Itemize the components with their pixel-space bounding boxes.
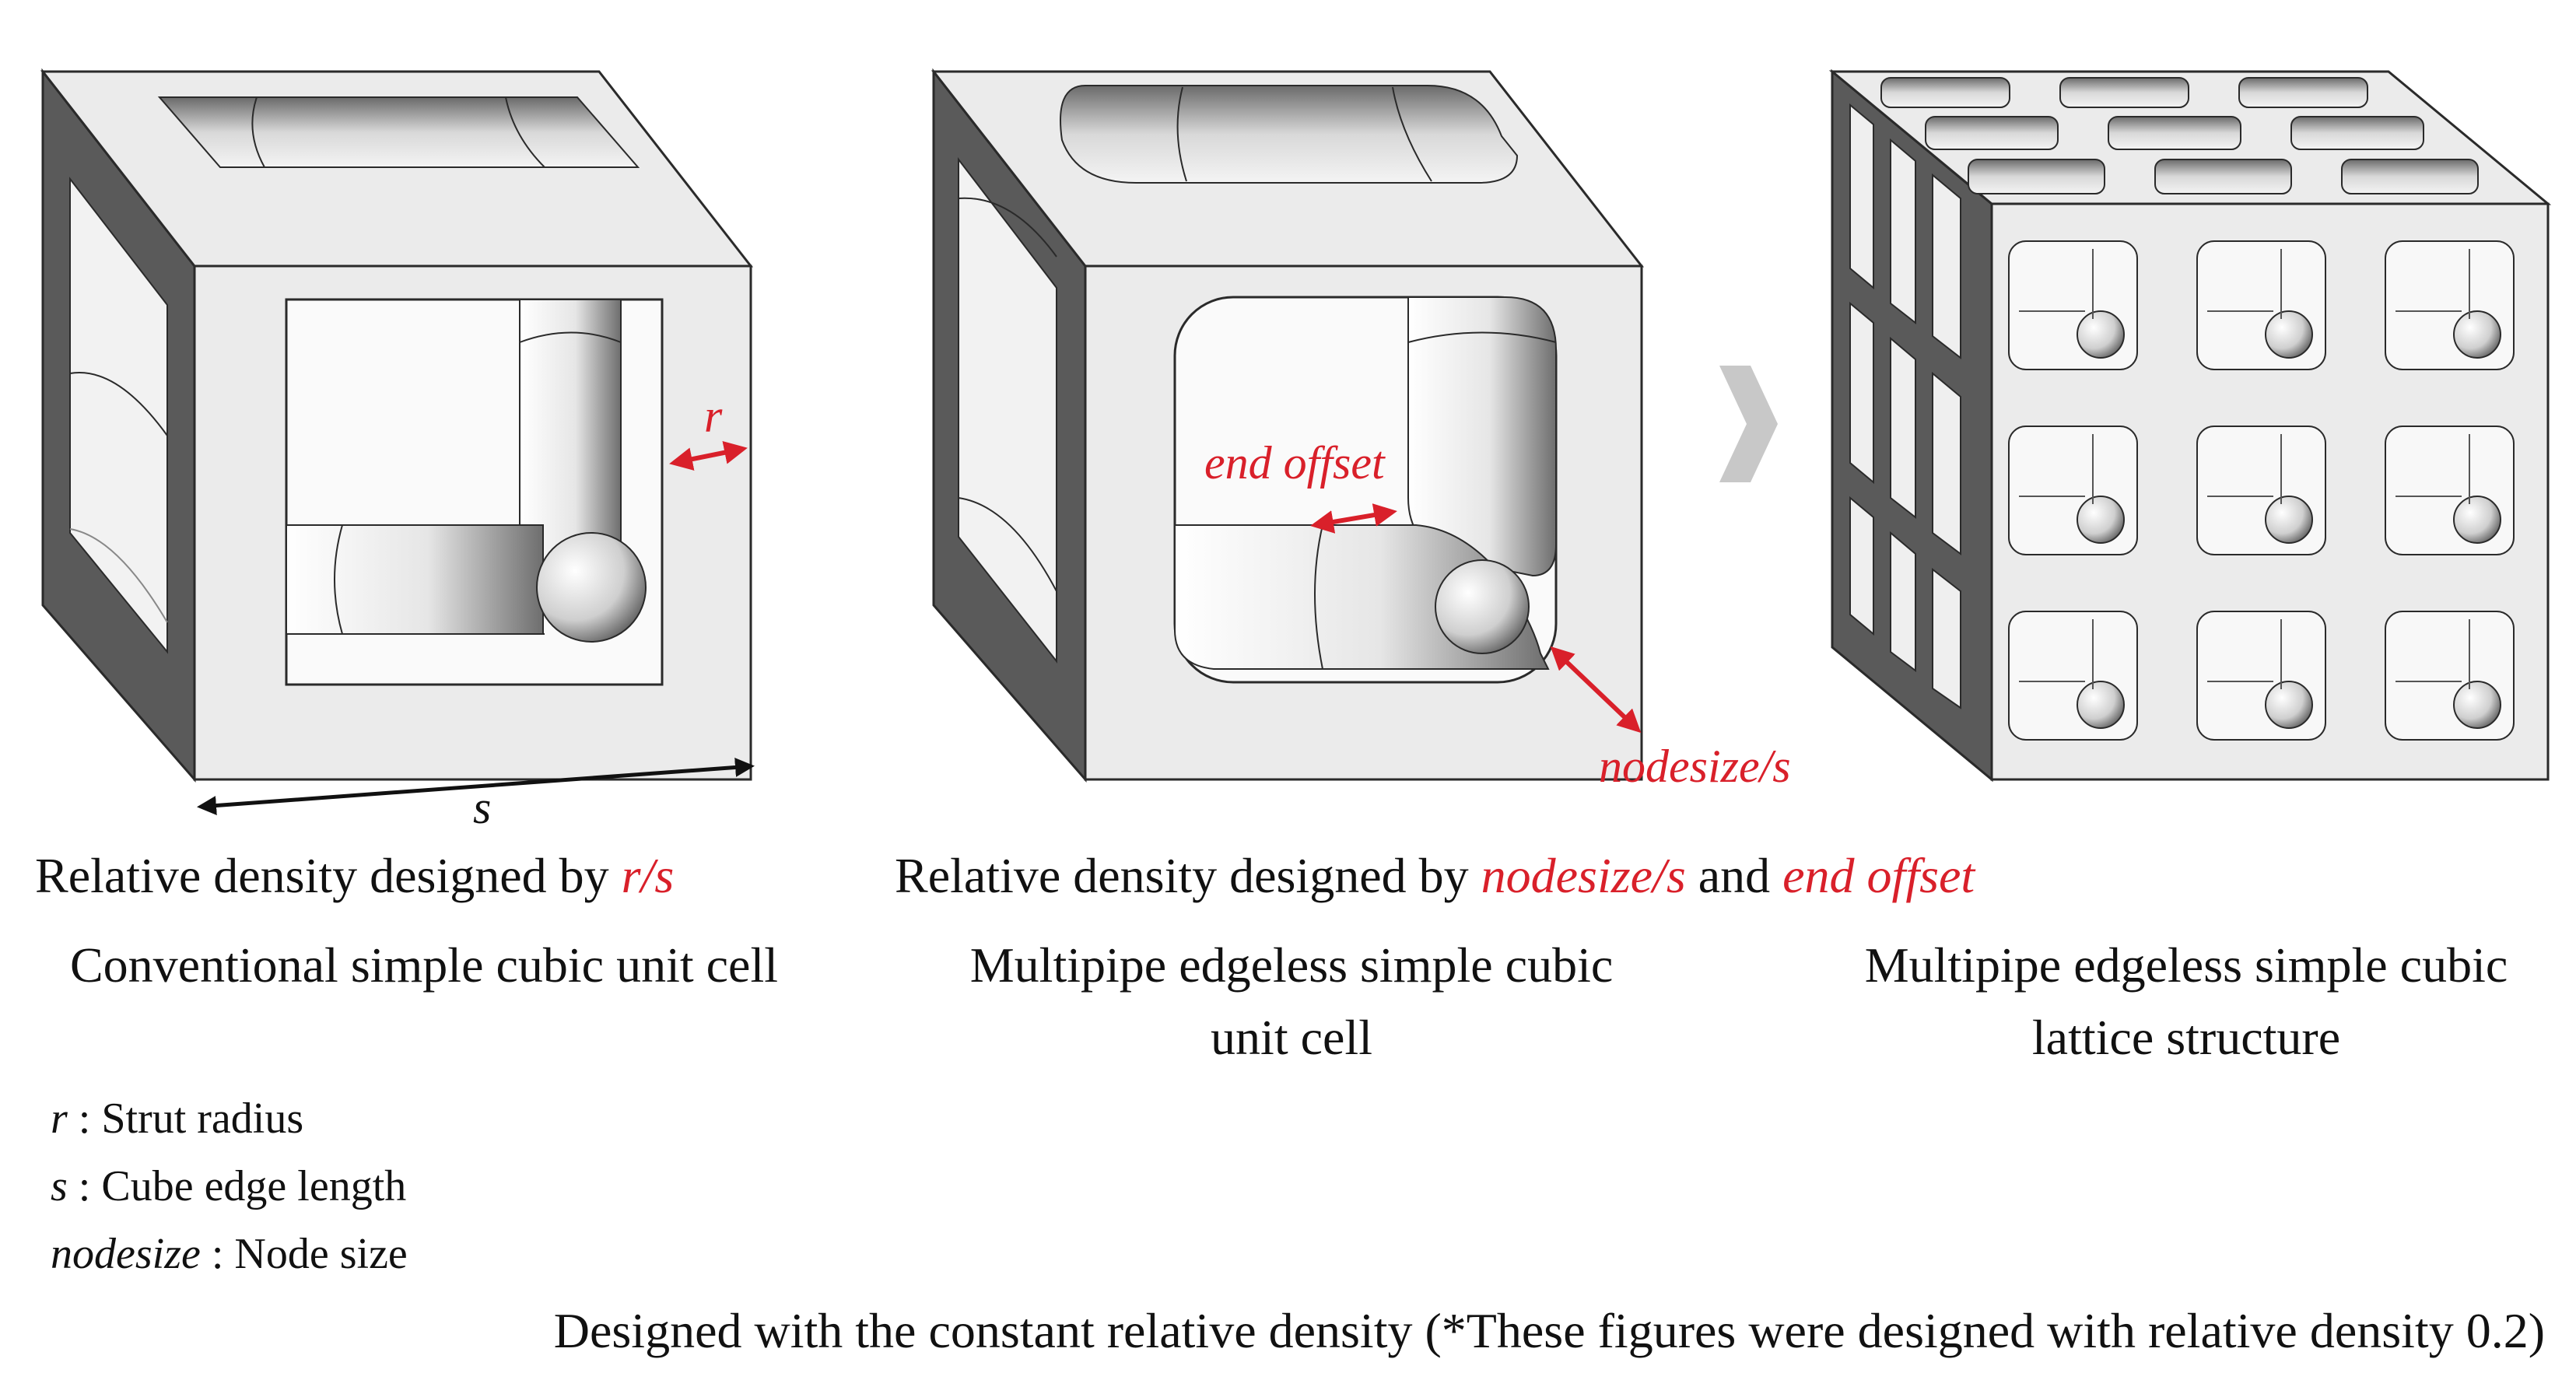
lattice-front-nodes	[2077, 310, 2501, 729]
left-density-caption: Relative density designed by r/s	[35, 840, 674, 912]
r-annotation: r	[704, 391, 723, 442]
mid-density-variable-1: nodesize/s	[1481, 848, 1686, 903]
lattice-side-windows	[1849, 103, 1961, 709]
lattice-front-pipes	[2019, 249, 2470, 689]
mid-cell-title-line2: unit cell	[1211, 1009, 1372, 1065]
legend-symbol: r	[51, 1095, 68, 1143]
legend-description: : Strut radius	[67, 1095, 304, 1143]
mid-cell-title: Multipipe edgeless simple cubic unit cel…	[864, 930, 1719, 1074]
lattice-structure	[1828, 68, 2552, 783]
mid-density-prefix: Relative density designed by	[895, 848, 1481, 903]
left-density-prefix: Relative density designed by	[35, 848, 622, 903]
mid-density-caption: Relative density designed by nodesize/s …	[895, 840, 1975, 912]
end-offset-arrow	[1310, 503, 1397, 534]
mid-cell-title-line1: Multipipe edgeless simple cubic	[969, 937, 1614, 993]
right-structure-title: Multipipe edgeless simple cubic lattice …	[1766, 930, 2576, 1074]
footer-note-text: Designed with the constant relative dens…	[553, 1303, 2545, 1358]
legend-symbol: nodesize	[51, 1230, 201, 1278]
left-cell-title-text: Conventional simple cubic unit cell	[69, 937, 779, 993]
mid-density-and: and	[1685, 848, 1783, 903]
end-offset-annotation: end offset	[1204, 437, 1386, 489]
nodesize-arrow	[1550, 646, 1642, 734]
right-structure-title-line1: Multipipe edgeless simple cubic	[1864, 937, 2508, 993]
legend-description: : Cube edge length	[67, 1162, 407, 1210]
chevron-right-icon	[1719, 366, 1778, 482]
left-cell-title: Conventional simple cubic unit cell	[23, 930, 825, 1002]
legend-item-nodesize: nodesize : Node size	[51, 1221, 408, 1288]
s-annotation: s	[473, 782, 491, 833]
right-structure-title-line2: lattice structure	[2031, 1009, 2341, 1065]
legend-item-s: s : Cube edge length	[51, 1153, 408, 1221]
nodesize-annotation: nodesize/s	[1599, 741, 1791, 792]
legend-symbol: s	[51, 1162, 68, 1210]
conventional-unit-cell: r s	[40, 68, 755, 833]
lattice-front-windows	[2008, 240, 2515, 741]
footer-note: Designed with the constant relative dens…	[554, 1295, 2545, 1368]
mid-density-variable-2: end offset	[1782, 848, 1975, 903]
symbol-legend: r : Strut radius s : Cube edge length no…	[51, 1085, 408, 1288]
lattice-top-windows	[1880, 77, 2479, 194]
r-dimension-arrow	[669, 441, 748, 471]
s-dimension-arrow	[197, 758, 755, 815]
left-density-variable: r/s	[621, 848, 675, 903]
multipipe-unit-cell: end offset nodesize/s	[931, 68, 1791, 792]
legend-description: : Node size	[200, 1230, 408, 1278]
legend-item-r: r : Strut radius	[51, 1085, 408, 1153]
